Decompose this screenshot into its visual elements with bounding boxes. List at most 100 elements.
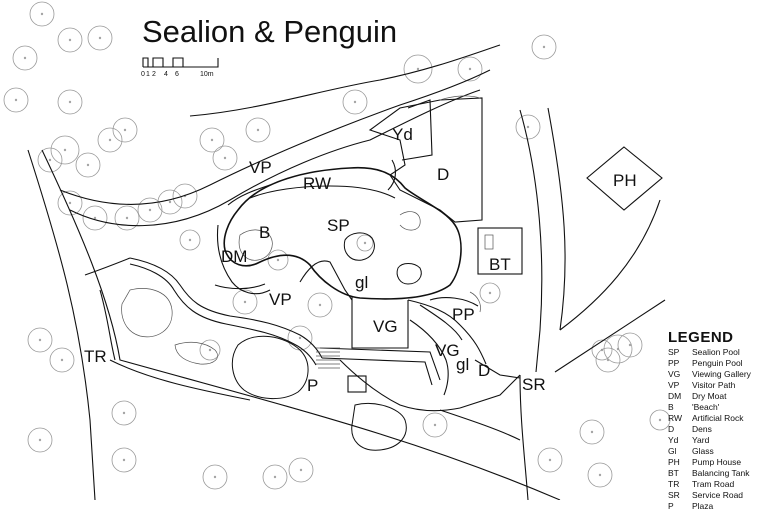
tree-canopy [27,427,53,453]
tree-trunk [68,201,72,205]
legend-description: Visitor Path [692,380,736,390]
tree-trunk [488,291,492,295]
tree-trunk [600,348,604,352]
tree-canopy [112,117,138,143]
tree-canopy [307,292,333,318]
tree-canopy [50,135,80,165]
scale-tick-6: 6 [175,71,179,78]
legend-description: Dens [692,424,712,434]
map-title: Sealion & Penguin [142,14,398,49]
tree-trunk [243,300,247,304]
tree-canopy [202,464,228,490]
legend-description: Penguin Pool [692,358,743,368]
tree-canopy [591,339,613,361]
tree-trunk [658,418,662,422]
tree-trunk [526,125,530,129]
tree-canopy [111,400,137,426]
label-d-south: D [478,361,490,380]
tree-canopy [172,183,198,209]
tree-canopy [232,289,258,315]
tree-trunk [353,100,357,104]
tree-trunk [14,98,18,102]
tree-trunk [93,216,97,220]
legend-code: RW [668,413,683,423]
legend-description: Dry Moat [692,391,727,401]
scale-tick-0: 0 [141,71,145,78]
tree-canopy [262,464,288,490]
legend-code: SR [668,490,680,500]
penguin-viewing-area [316,291,521,441]
tree-trunk [122,411,126,415]
label-vp-north: VP [249,158,272,177]
tree-canopy [179,229,201,251]
tree-trunk [213,475,217,479]
tree-trunk [68,100,72,104]
label-tr: TR [84,347,107,366]
legend-code: BT [668,468,679,478]
tree-trunk [223,156,227,160]
legend-item: VP Visitor Path [668,380,751,391]
legend-code: TR [668,479,680,489]
legend-description: Sealion Pool [692,347,740,357]
sealion-pool [216,159,462,301]
tree-canopy [457,56,483,82]
tree-trunk [590,430,594,434]
tree-trunk [606,358,610,362]
legend-description: Tram Road [692,479,735,489]
label-vp-south: VP [269,290,292,309]
tree-trunk [63,148,67,152]
scale-tick-10m: 10m [200,71,214,78]
legend-description: Pump House [692,457,742,467]
legend-code: P [668,501,674,511]
legend-code: D [668,424,675,434]
pump-house [586,146,663,211]
tree-canopy [603,334,633,364]
dens-building [368,95,483,223]
scale-tick-1: 1 [146,71,150,78]
tree-canopy [537,447,563,473]
tree-canopy [649,409,671,431]
label-vg-west: VG [373,317,398,336]
tree-trunk [210,138,214,142]
legend-description: Yard [692,435,710,445]
label-yd: Yd [392,125,413,144]
tree-canopy [617,332,643,358]
tree-trunk [542,45,546,49]
tree-canopy [287,325,313,351]
tree-canopy [531,34,557,60]
legend-code: VP [668,380,680,390]
tree-canopy [579,419,605,445]
legend-code: DM [668,391,682,401]
label-rw: RW [303,174,331,193]
tree-trunk [122,458,126,462]
area-labels: VP RW Yd D PH B SP DM BT gl VP PP VG VG … [84,125,637,395]
tree-canopy [75,152,101,178]
tree-trunk [23,56,27,60]
zoo-enclosure-map: 0 1 2 4 6 10m [3,1,671,500]
tree-canopy [49,347,75,373]
scale-tick-4: 4 [164,71,168,78]
tree-canopy [57,89,83,115]
tree-trunk [48,158,52,162]
legend-title: LEGEND [668,329,734,346]
steps [316,347,340,369]
tree-canopy [3,87,29,113]
tree-trunk [298,336,302,340]
tree-trunk [273,475,277,479]
tree-canopy [29,1,55,27]
tree-canopy [403,54,433,84]
tree-canopy [199,339,221,361]
tree-trunk [40,12,44,16]
scale-bar: 0 1 2 4 6 10m [141,57,219,78]
tree-canopy [212,145,238,171]
tree-trunk [468,67,472,71]
tree-trunk [60,358,64,362]
legend-item: D Dens [668,424,751,435]
tree-canopy [342,89,368,115]
label-gl-north: gl [355,273,368,292]
